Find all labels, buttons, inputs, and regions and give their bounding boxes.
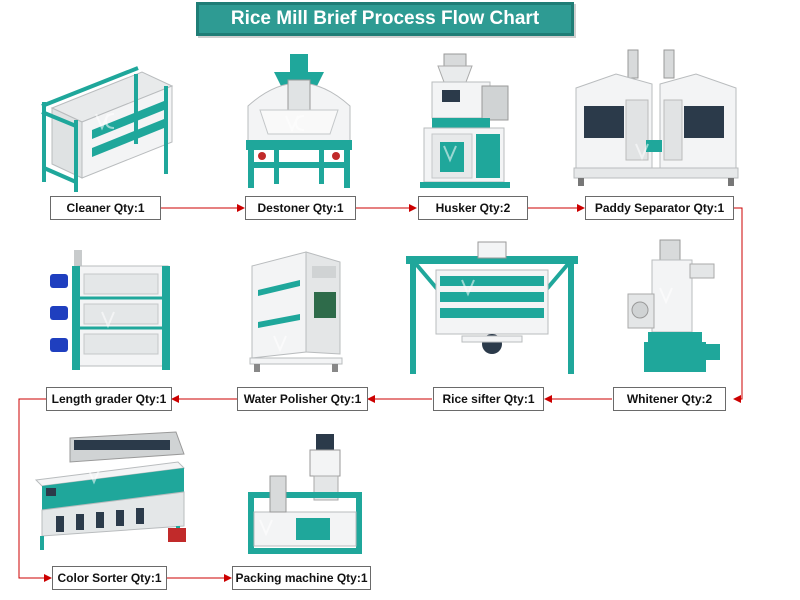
step-color-sorter: Color Sorter Qty:1 [52, 566, 167, 590]
step-whitener: Whitener Qty:2 [613, 387, 726, 411]
step-husker: Husker Qty:2 [418, 196, 528, 220]
connector-separator-whitener [734, 208, 742, 399]
step-paddy-separator: Paddy Separator Qty:1 [585, 196, 734, 220]
step-length-grader: Length grader Qty:1 [46, 387, 172, 411]
step-water-polisher: Water Polisher Qty:1 [237, 387, 368, 411]
step-destoner: Destoner Qty:1 [245, 196, 356, 220]
step-cleaner: Cleaner Qty:1 [50, 196, 161, 220]
step-rice-sifter: Rice sifter Qty:1 [433, 387, 544, 411]
step-packing-machine: Packing machine Qty:1 [232, 566, 371, 590]
connector-grader-sorter [19, 399, 51, 578]
